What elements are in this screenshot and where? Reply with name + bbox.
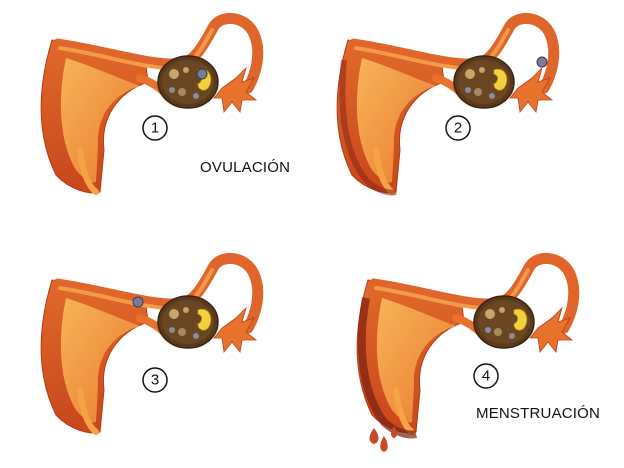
panel-caption: MENSTRUACIÓN [476, 405, 600, 422]
panel-number-circle [142, 115, 168, 141]
ovum-marker [196, 68, 208, 80]
panel-caption: OVULACIÓN [200, 159, 290, 176]
blood-drop [369, 428, 379, 444]
panel-3: 3 [41, 258, 258, 432]
blood-drop [380, 436, 388, 452]
panel-1: 1 OVULACIÓN [41, 18, 290, 192]
ovum-marker [536, 56, 548, 68]
panel-number-circle [142, 367, 168, 393]
panel-number: 1 [151, 120, 159, 137]
panel-number-circle [473, 363, 499, 389]
blood-drop [391, 426, 397, 438]
panel-number: 3 [151, 372, 159, 389]
ovum-marker [132, 296, 144, 308]
panel-4: 4 MENSTRUACIÓN [357, 258, 600, 452]
panel-number: 2 [454, 120, 462, 137]
panel-number-circle [445, 115, 471, 141]
panel-2: 2 [337, 18, 554, 192]
panel-number: 4 [482, 368, 490, 385]
